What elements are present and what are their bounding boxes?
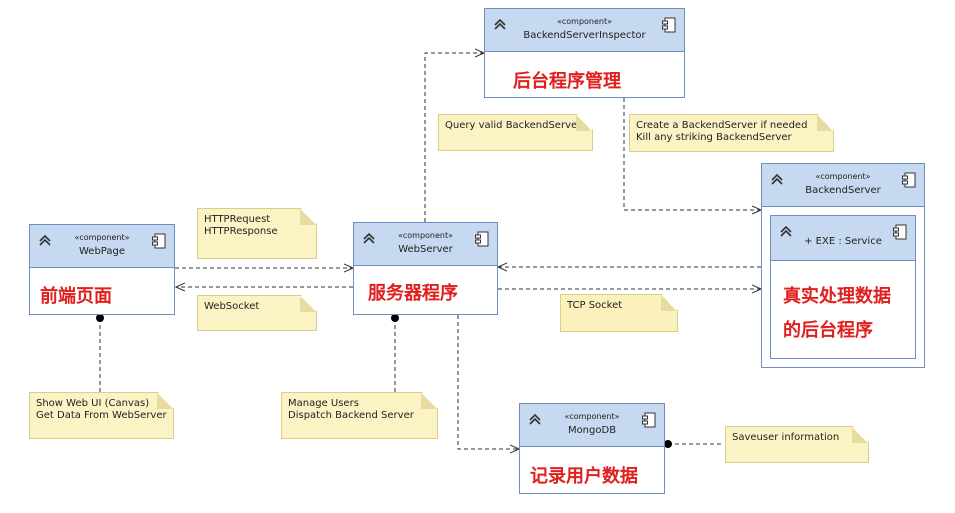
- component-icon: [642, 412, 656, 428]
- note-line: Query valid BackendServer: [445, 120, 582, 131]
- collapse-icon[interactable]: [37, 233, 53, 247]
- component-header: «component» BackendServer: [762, 164, 924, 207]
- note-line: Saveuser information: [732, 432, 840, 443]
- connector-webserver-to-inspector: [424, 53, 484, 222]
- collapse-icon[interactable]: [778, 224, 794, 238]
- component-header: «component» WebPage: [30, 225, 174, 268]
- note-query[interactable]: Query valid BackendServer: [438, 114, 593, 151]
- note-websocket[interactable]: WebSocket: [197, 295, 317, 331]
- part-name: + EXE : Service: [804, 236, 882, 247]
- component-cn-label: 后台程序管理: [513, 71, 621, 92]
- part-header: + EXE : Service: [771, 216, 915, 261]
- collapse-icon[interactable]: [492, 17, 508, 31]
- note-manage[interactable]: Manage Users Dispatch Backend Server: [281, 392, 438, 439]
- component-icon: [902, 172, 916, 188]
- component-mongodb[interactable]: «component» MongoDB 记录用户数据: [519, 403, 665, 494]
- component-icon: [475, 231, 489, 247]
- note-line: Manage Users: [288, 398, 359, 409]
- note-save[interactable]: Saveuser information: [725, 426, 869, 463]
- note-webui[interactable]: Show Web UI (Canvas) Get Data From WebSe…: [29, 392, 174, 439]
- note-anchor-mongodb: [664, 440, 672, 448]
- component-header: «component» MongoDB: [520, 404, 664, 447]
- component-icon: [662, 17, 676, 33]
- note-create[interactable]: Create a BackendServer if needed Kill an…: [629, 114, 834, 152]
- component-cn-label: 服务器程序: [368, 283, 458, 304]
- stereotype-label: «component»: [556, 17, 613, 26]
- collapse-icon[interactable]: [361, 231, 377, 245]
- note-line: TCP Socket: [567, 300, 623, 311]
- component-webpage[interactable]: «component» WebPage 前端页面: [29, 224, 175, 315]
- component-name: BackendServerInspector: [523, 30, 646, 41]
- note-tcp[interactable]: TCP Socket: [560, 294, 678, 332]
- note-anchor-webpage: [96, 314, 104, 322]
- part-cn-label-line1: 真实处理数据: [783, 286, 891, 307]
- note-line: Get Data From WebServer: [36, 410, 167, 421]
- note-anchor-webserver: [391, 314, 399, 322]
- component-backendserver[interactable]: «component» BackendServer + EXE : Servic…: [761, 163, 925, 368]
- connector-inspector-to-backend: [623, 98, 761, 210]
- note-line: Create a BackendServer if needed: [636, 120, 808, 131]
- component-icon: [152, 233, 166, 249]
- note-line: HTTPRequest: [204, 214, 271, 225]
- component-name: WebServer: [398, 244, 453, 255]
- note-line: WebSocket: [204, 301, 260, 312]
- component-name: BackendServer: [805, 185, 881, 196]
- note-http[interactable]: HTTPRequest HTTPResponse: [197, 208, 317, 259]
- stereotype-label: «component»: [74, 233, 130, 242]
- note-line: Dispatch Backend Server: [288, 410, 414, 421]
- stereotype-label: «component»: [564, 412, 620, 421]
- collapse-icon[interactable]: [527, 412, 543, 426]
- note-line: Show Web UI (Canvas): [36, 398, 150, 409]
- note-line: Kill any striking BackendServer: [636, 132, 792, 143]
- part-cn-label-line2: 的后台程序: [783, 320, 873, 341]
- component-webserver[interactable]: «component» WebServer 服务器程序: [353, 222, 498, 315]
- component-cn-label: 前端页面: [40, 286, 112, 307]
- stereotype-label: «component»: [815, 172, 871, 181]
- component-cn-label: 记录用户数据: [530, 466, 638, 487]
- stereotype-label: «component»: [397, 231, 454, 240]
- component-backendserverinspector[interactable]: «component» BackendServerInspector 后台程序管…: [484, 8, 685, 98]
- note-line: HTTPResponse: [204, 226, 278, 237]
- collapse-icon[interactable]: [769, 172, 785, 186]
- component-header: «component» BackendServerInspector: [485, 9, 684, 52]
- component-name: MongoDB: [567, 425, 617, 436]
- component-icon: [893, 224, 907, 240]
- component-header: «component» WebServer: [354, 223, 497, 266]
- part-exe-service[interactable]: + EXE : Service 真实处理数据 的后台程序: [770, 215, 916, 359]
- connector-webserver-to-mongodb: [457, 315, 519, 449]
- component-name: WebPage: [78, 246, 125, 257]
